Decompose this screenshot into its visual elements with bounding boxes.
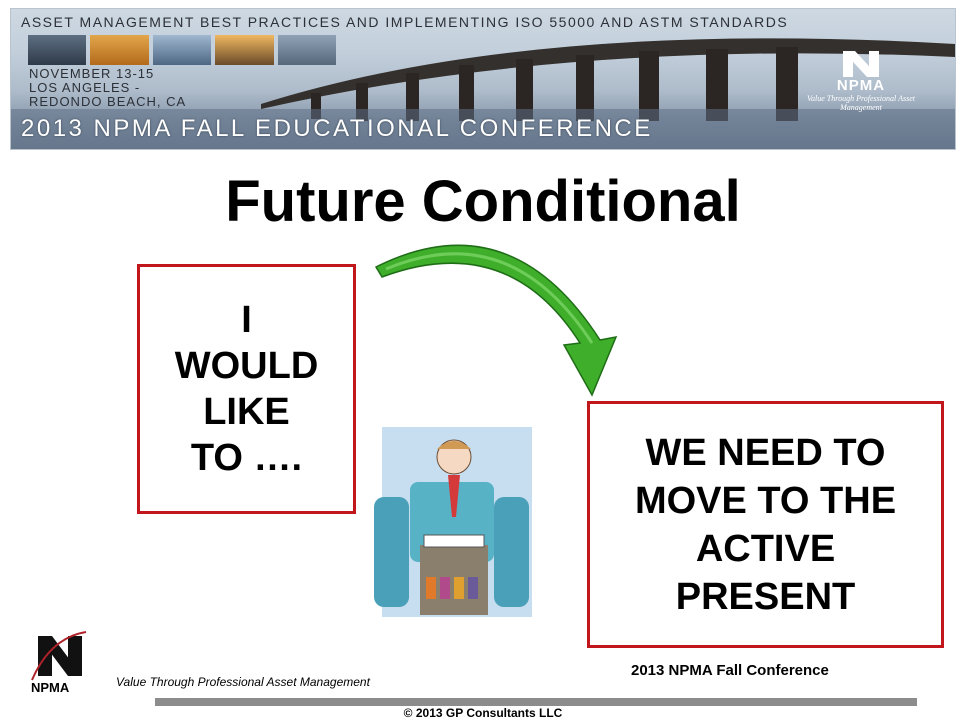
banner-npma-badge: NPMA Value Through Professional Asset Ma… xyxy=(801,49,921,112)
waiter-clipart-icon xyxy=(374,427,532,617)
npma-logo-icon xyxy=(31,631,87,681)
banner-conference-title: 2013 NPMA FALL EDUCATIONAL CONFERENCE xyxy=(21,115,653,142)
pier-image xyxy=(11,38,955,149)
curved-arrow-icon xyxy=(374,244,618,397)
banner-header-text: ASSET MANAGEMENT BEST PRACTICES AND IMPL… xyxy=(21,14,789,30)
npma-badge-icon xyxy=(843,51,879,77)
right-statement-text: WE NEED TO MOVE TO THE ACTIVE PRESENT xyxy=(634,431,897,618)
footer-rule xyxy=(155,698,917,706)
banner-thumbnails xyxy=(28,35,337,65)
slide-title: Future Conditional xyxy=(225,169,741,234)
conference-banner: ASSET MANAGEMENT BEST PRACTICES AND IMPL… xyxy=(10,8,956,150)
banner-dates: NOVEMBER 13-15 xyxy=(29,66,155,81)
banner-location-1: LOS ANGELES - xyxy=(29,80,141,95)
left-statement-box: I WOULD LIKE TO …. xyxy=(137,264,356,514)
footer-tagline: Value Through Professional Asset Managem… xyxy=(116,675,370,689)
footer-copyright: © 2013 GP Consultants LLC xyxy=(403,706,563,720)
footer-conference: 2013 NPMA Fall Conference xyxy=(631,662,829,679)
banner-badge-tagline: Value Through Professional Asset Managem… xyxy=(807,94,915,112)
banner-badge-name: NPMA xyxy=(836,77,886,94)
left-statement-text: I WOULD LIKE TO …. xyxy=(174,299,319,479)
right-statement-box: WE NEED TO MOVE TO THE ACTIVE PRESENT xyxy=(587,401,944,648)
banner-dates-location: NOVEMBER 13-15 LOS ANGELES - REDONDO BEA… xyxy=(29,67,186,109)
footer-npma-text: NPMA xyxy=(31,680,70,695)
banner-location-2: REDONDO BEACH, CA xyxy=(29,94,187,109)
